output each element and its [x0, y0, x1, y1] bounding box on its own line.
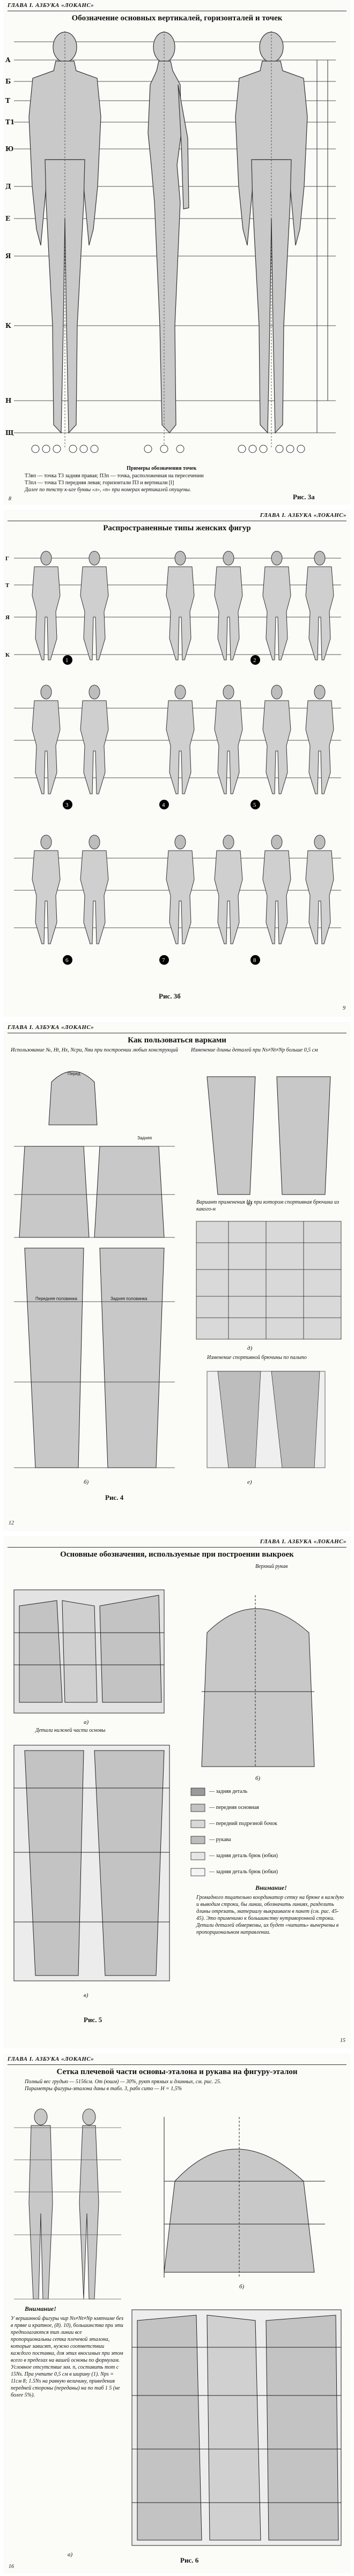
svg-text:е): е) — [247, 1479, 252, 1485]
svg-text:3: 3 — [65, 802, 69, 808]
svg-text:5: 5 — [253, 802, 256, 808]
svg-text:в): в) — [247, 1200, 252, 1207]
svg-text:К: К — [5, 322, 11, 329]
legend-item-5: — задняя деталь брюк (юбки) — [209, 1853, 278, 1859]
right-caption: Вариант применения Нх при котором спорти… — [196, 1199, 339, 1212]
pattern-diagrams: б) в) д) е) — [14, 1071, 342, 1485]
page-title: Распространенные типы женских фигур — [103, 524, 251, 532]
figure-row-1: 1 2 — [14, 551, 341, 665]
legend-item-4: — рукава — [209, 1837, 231, 1843]
running-head: ГЛАВА I. АЗБУКА «ЛОКАНС» — [260, 1538, 346, 1545]
page-fig-6: ГЛАВА I. АЗБУКА «ЛОКАНС» Сетка плечевой … — [3, 2054, 351, 2573]
figure-measurement-grid: А Б Т Т1Ю Д Е Я К Н Щ — [5, 31, 336, 453]
label-back-half: Задняя половинка — [110, 1296, 148, 1301]
svg-text:д): д) — [247, 1345, 253, 1351]
level-label: Г — [5, 555, 9, 562]
page-fig-4: ГЛАВА I. АЗБУКА «ЛОКАНС» Как пользоватьс… — [3, 1022, 351, 1531]
page-fig-3a: ГЛАВА I. АЗБУКА «ЛОКАНС» Обозначение осн… — [3, 0, 351, 505]
header-rule — [8, 2064, 346, 2065]
figure-caption: Рис. 3а — [293, 493, 315, 501]
svg-text:Н: Н — [5, 397, 11, 404]
header-rule — [8, 1547, 346, 1548]
svg-text:б): б) — [84, 1479, 89, 1485]
figure-row-2: 3 4 5 — [14, 685, 341, 809]
svg-text:б): б) — [239, 2284, 245, 2290]
legend-item-2: — передняя основная — [209, 1805, 259, 1811]
page-title: Как пользоваться варками — [128, 1036, 226, 1045]
running-head: ГЛАВА I. АЗБУКА «ЛОКАНС» — [8, 2056, 94, 2062]
legend-item-1: — задняя деталь — [209, 1789, 248, 1794]
page-title: Сетка плечевой части основы-эталона и ру… — [56, 2068, 298, 2076]
attention-text: Громадного тщательно координатор сетку н… — [196, 1895, 344, 1935]
legend-line-1: Т3вп — точка Т3 задняя правая; П3п — точ… — [25, 473, 204, 479]
svg-text:в): в) — [84, 1992, 88, 1999]
page-number: 16 — [9, 2564, 14, 2570]
intro-line-1: Полный вес грудью — 5156cм. От (юшм) — 3… — [25, 2079, 222, 2085]
figure-caption: Рис. 3б — [159, 992, 181, 1000]
page-number: 12 — [9, 1520, 14, 1526]
legend-item-3: — передний подрезной бочок — [209, 1821, 277, 1827]
sub-heading: Детали нижней части основы — [35, 1728, 106, 1733]
svg-text:Я: Я — [5, 614, 10, 621]
page-title: Обозначение основных вертикалей, горизон… — [71, 14, 283, 22]
svg-text:а): а) — [68, 2551, 73, 2558]
svg-text:Щ: Щ — [5, 429, 14, 437]
figure-types-grid: 1 2 3 4 5 6 7 8 Г Т Я К — [5, 551, 341, 965]
svg-text:б): б) — [255, 1775, 261, 1782]
svg-text:Ю: Ю — [5, 145, 13, 153]
page-title: Основные обозначения, используемые при п… — [60, 1550, 294, 1559]
attention-heading: Внимание! — [25, 2305, 56, 2312]
page-number: 8 — [9, 496, 11, 502]
svg-text:2: 2 — [253, 657, 256, 664]
sleeve-grid-diagram: б) а) — [14, 2108, 342, 2558]
svg-text:8: 8 — [253, 957, 256, 964]
intro-line-2: Параметры фигуры-эталона даны в табл. 3,… — [25, 2086, 182, 2092]
svg-text:7: 7 — [162, 957, 165, 964]
running-head: ГЛАВА I. АЗБУКА «ЛОКАНС» — [8, 1024, 94, 1031]
svg-text:а): а) — [84, 1719, 89, 1725]
svg-text:А: А — [5, 56, 11, 64]
bodice-pattern-diagram: а) б) в) — [13, 1589, 315, 1999]
page-number: 9 — [343, 1005, 345, 1011]
svg-text:6: 6 — [65, 957, 69, 964]
svg-text:Т1: Т1 — [5, 118, 14, 126]
figure-caption: Рис. 5 — [84, 2016, 102, 2024]
legend-item-6: — задняя деталь брюк (юбки) — [209, 1869, 278, 1875]
figure-caption: Рис. 4 — [105, 1493, 124, 1501]
page-fig-3b: ГЛАВА I. АЗБУКА «ЛОКАНС» Распространенны… — [3, 510, 351, 1017]
svg-text:Е: Е — [5, 215, 10, 222]
legend-line-2: Т3пл — точка Т3 передняя левая; горизонт… — [25, 480, 174, 486]
svg-text:Д: Д — [5, 183, 11, 190]
svg-text:К: К — [5, 652, 10, 658]
top-label: Верхний рукав — [255, 1564, 288, 1569]
running-head: ГЛАВА I. АЗБУКА «ЛОКАНС» — [8, 2, 94, 9]
page-fig-5: ГЛАВА I. АЗБУКА «ЛОКАНС» Основные обозна… — [3, 1536, 351, 2048]
svg-text:Я: Я — [5, 252, 11, 260]
legend-heading: Примеры обозначения точек — [127, 465, 197, 471]
page-number: 15 — [340, 2038, 345, 2044]
figure-row-3: 6 7 8 — [14, 835, 341, 965]
svg-text:1: 1 — [65, 657, 69, 664]
svg-text:4: 4 — [162, 802, 165, 808]
figure-caption: Рис. 6 — [180, 2556, 199, 2564]
attention-text: У вершинной фигуры чир Ns≠Nt≠Np нмтчиме … — [11, 2316, 123, 2398]
label-front-half: Передняя половинка — [35, 1296, 77, 1301]
svg-text:Т: Т — [5, 582, 10, 589]
intro-left: Использование №, Нt, Нх, Ncpu, Nви при п… — [11, 1047, 178, 1053]
attention-heading: Внимание! — [255, 1884, 287, 1891]
intro-right: Изменение длины деталей при Ns≠Nt≠Np бол… — [191, 1047, 318, 1053]
label-back: Задняя — [137, 1136, 152, 1140]
label-front: Перед — [68, 1071, 80, 1076]
bottom-note: Изменение спортивной брючины по пальто — [207, 1355, 307, 1361]
legend-line-3: Далее по тексту к-иге буквы «л», «п» при… — [25, 487, 191, 493]
svg-text:Б: Б — [5, 78, 11, 85]
running-head: ГЛАВА I. АЗБУКА «ЛОКАНС» — [260, 512, 346, 519]
svg-text:Т: Т — [5, 97, 10, 104]
